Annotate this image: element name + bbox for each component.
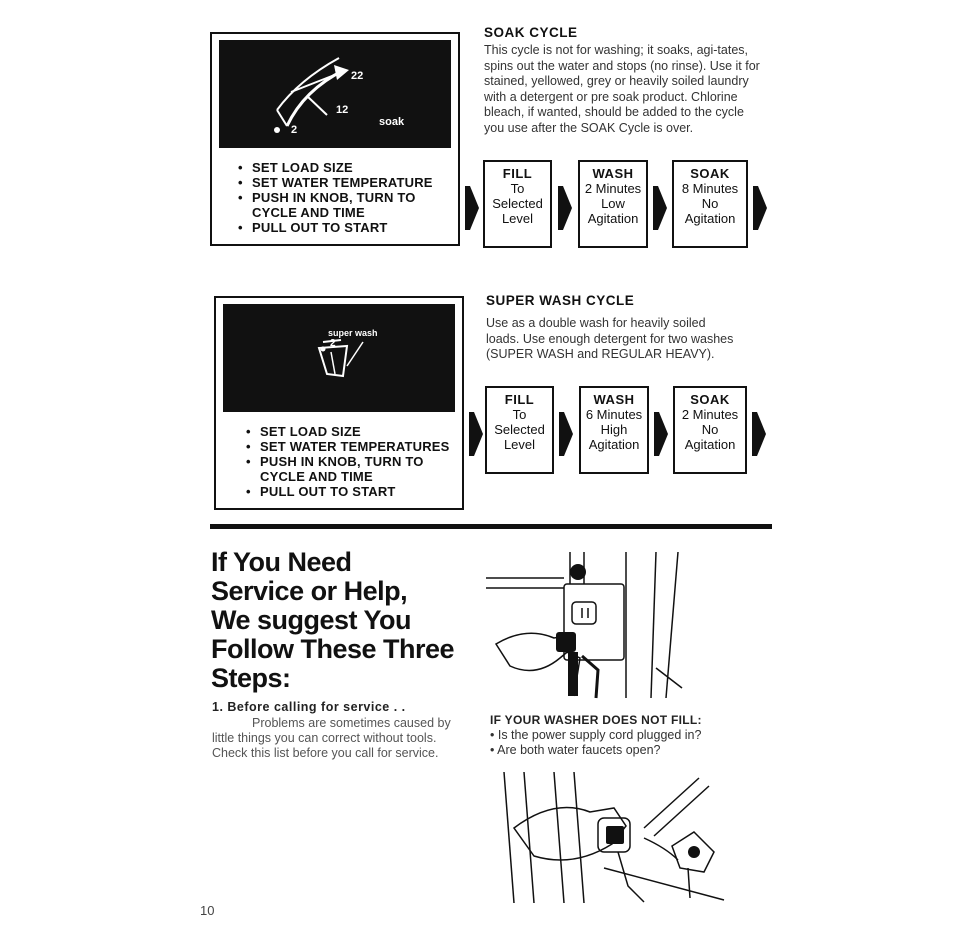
list-item: CYCLE AND TIME (260, 469, 373, 484)
list-item: • Is the power supply cord plugged in? (490, 728, 702, 742)
list-item: •PUSH IN KNOB, TURN TO (238, 190, 416, 205)
dial-label-super-wash: super wash (328, 328, 378, 338)
step-1-body: Problems are sometimes caused by little … (212, 716, 451, 760)
super-wash-cycle-title: SUPER WASH CYCLE (486, 293, 635, 308)
list-item: •PUSH IN KNOB, TURN TO (246, 454, 424, 469)
list-item: •SET LOAD SIZE (246, 424, 361, 439)
arrow-right-icon (653, 186, 667, 230)
super-wash-cycle-description: Use as a double wash for heavily soiled … (486, 316, 734, 361)
arrow-right-icon (558, 186, 572, 230)
soak-fill-box: FILL To Selected Level (483, 160, 552, 248)
soak-soak-box: SOAK 8 Minutes No Agitation (672, 160, 748, 248)
not-fill-list: • Is the power supply cord plugged in? •… (490, 728, 701, 758)
soak-cycle-description: This cycle is not for washing; it soaks,… (484, 43, 760, 135)
soak-dial-graphic: 22 12 2 soak (219, 40, 451, 148)
soak-wash-box: WASH 2 Minutes Low Agitation (578, 160, 648, 248)
list-item: •PULL OUT TO START (246, 484, 396, 499)
dial-number-12: 12 (336, 104, 349, 116)
power-outlet-illustration (486, 551, 683, 699)
super-fill-box: FILL To Selected Level (485, 386, 554, 474)
list-item: •SET WATER TEMPERATURES (246, 439, 450, 454)
arrow-right-icon (753, 186, 767, 230)
list-item: • Are both water faucets open? (490, 743, 661, 757)
not-fill-title: IF YOUR WASHER DOES NOT FILL: (490, 713, 702, 727)
section-divider (210, 524, 772, 529)
soak-steps-list: •SET LOAD SIZE •SET WATER TEMPERATURE •P… (238, 160, 433, 235)
super-wash-steps-list: •SET LOAD SIZE •SET WATER TEMPERATURES •… (246, 424, 450, 499)
arrow-right-icon (654, 412, 668, 456)
soak-cycle-title: SOAK CYCLE (484, 25, 578, 40)
water-faucet-illustration (503, 771, 725, 903)
super-wash-control-panel: super wash 2 •SET LOAD SIZE •SET WATER T… (214, 296, 464, 510)
list-item: CYCLE AND TIME (252, 205, 365, 220)
soak-control-panel: 22 12 2 soak •SET LOAD SIZE •SET WATER T… (210, 32, 460, 246)
arrow-right-icon (469, 412, 483, 456)
super-wash-box: WASH 6 Minutes High Agitation (579, 386, 649, 474)
list-item: •PULL OUT TO START (238, 220, 388, 235)
dial-number-2: 2 (330, 338, 336, 349)
list-item: •SET LOAD SIZE (238, 160, 353, 175)
dial-number-22: 22 (351, 70, 364, 82)
step-1-title: 1. Before calling for service . . (212, 700, 406, 714)
dial-label-soak: soak (379, 116, 405, 128)
arrow-right-icon (559, 412, 573, 456)
page-number: 10 (200, 903, 215, 918)
super-soak-box: SOAK 2 Minutes No Agitation (673, 386, 747, 474)
soak-dial-icon (274, 57, 349, 133)
service-heading: If You Need Service or Help, We suggest … (211, 547, 455, 693)
arrow-right-icon (752, 412, 766, 456)
arrow-right-icon (465, 186, 479, 230)
super-wash-dial-icon (317, 339, 364, 378)
dial-number-2: 2 (291, 124, 298, 136)
list-item: •SET WATER TEMPERATURE (238, 175, 433, 190)
super-wash-dial-graphic: super wash 2 (223, 304, 455, 412)
